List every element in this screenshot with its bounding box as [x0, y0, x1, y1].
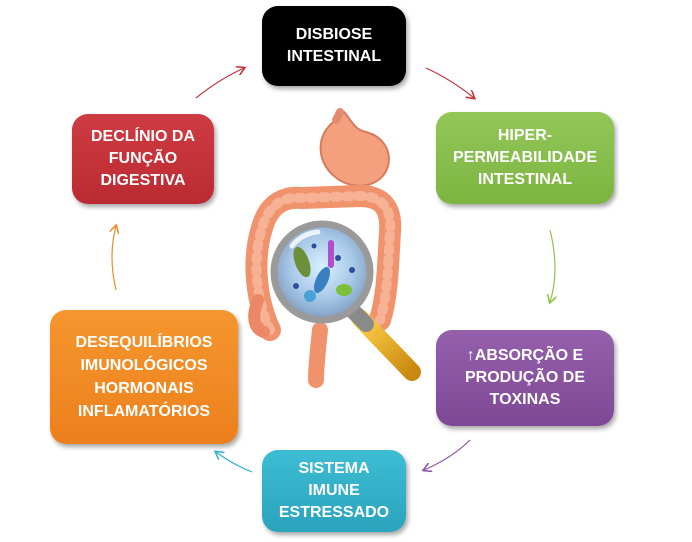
bacteria-icon: [293, 240, 355, 302]
arrow-sistema-to-desequilibrios: [216, 452, 253, 473]
arrow-hiper-to-absorcao: [550, 229, 555, 302]
arrow-declinio-to-disbiose: [195, 68, 244, 99]
node-sistema-imune: SISTEMA IMUNE ESTRESSADO: [262, 450, 406, 532]
arrow-disbiose-to-hiper: [425, 67, 474, 98]
node-desequilibrios: DESEQUILÍBRIOS IMUNOLÓGICOS HORMONAIS IN…: [50, 310, 238, 444]
node-disbiose-intestinal: DISBIOSE INTESTINAL: [262, 6, 406, 86]
magnifying-glass-icon: [270, 220, 421, 381]
arrow-absorcao-to-sistema: [424, 439, 471, 470]
node-hiper-permeabilidade: HIPER- PERMEABILIDADE INTESTINAL: [436, 112, 614, 204]
node-declinio-funcao: DECLÍNIO DA FUNÇÃO DIGESTIVA: [72, 114, 214, 204]
arrow-desequilibrios-to-declinio: [112, 226, 116, 291]
node-absorcao-toxinas: ↑ABSORÇÃO E PRODUÇÃO DE TOXINAS: [436, 330, 614, 426]
